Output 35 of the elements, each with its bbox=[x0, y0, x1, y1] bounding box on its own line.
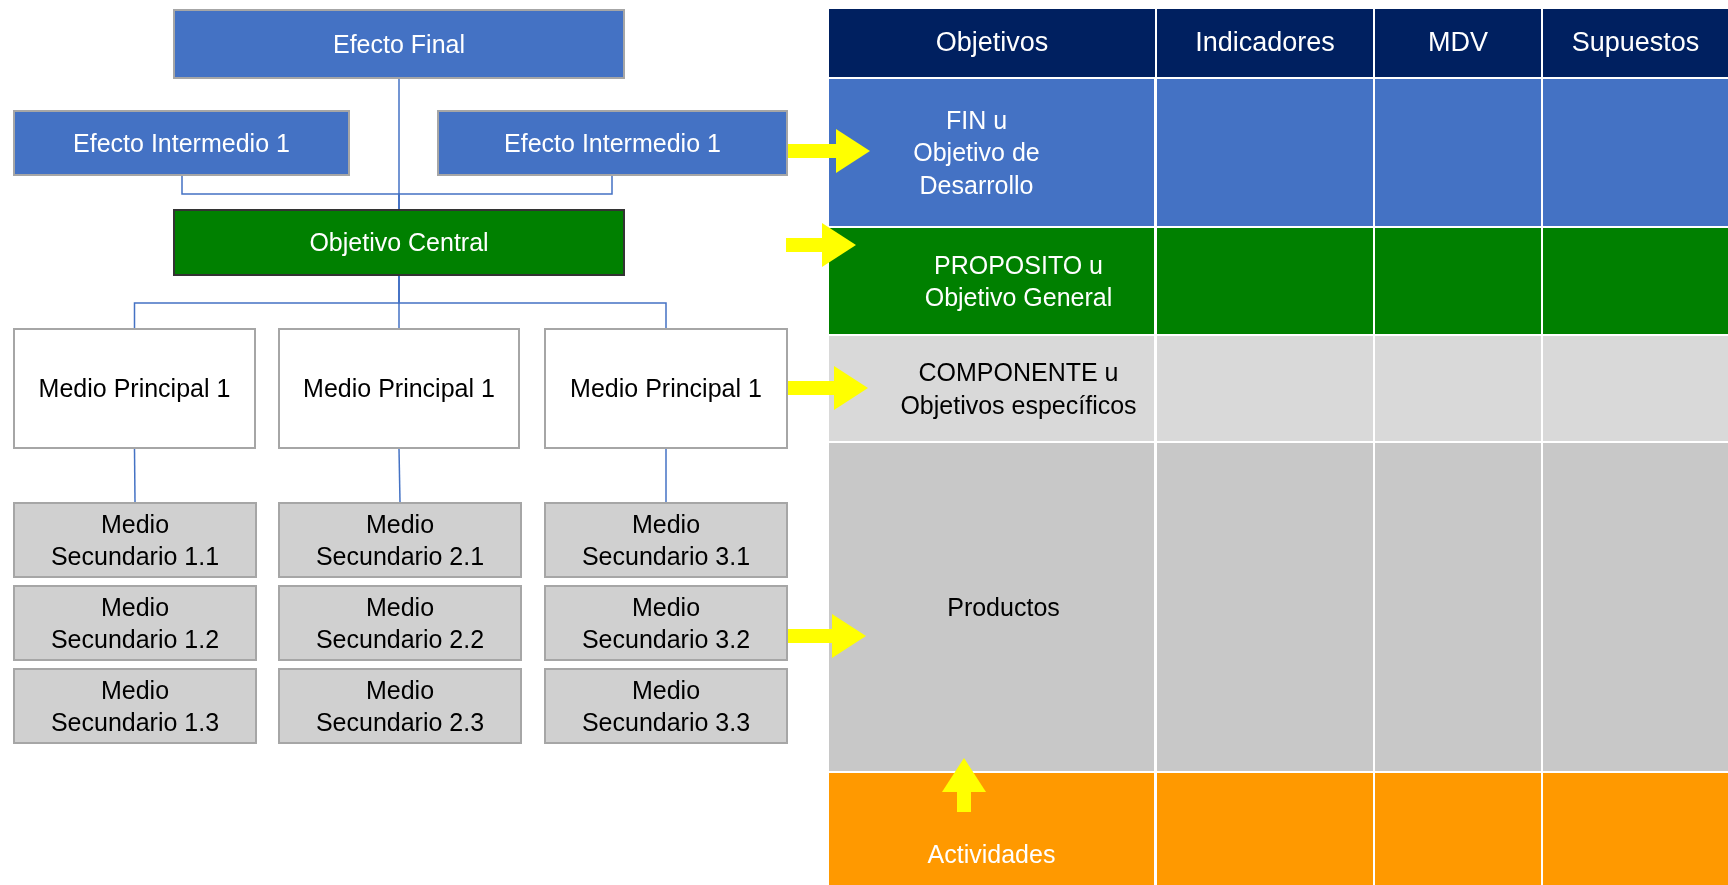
block-arrow bbox=[788, 366, 868, 410]
table-row-header: PROPOSITO u Objetivo General bbox=[829, 228, 1154, 334]
secondary-means-box: Medio Secundario 3.1 bbox=[544, 502, 788, 578]
objective-box: Objetivo Central bbox=[173, 209, 625, 276]
column-header-text: Supuestos bbox=[1571, 26, 1700, 60]
connector-line bbox=[398, 448, 401, 503]
table-row-header: FIN u Objetivo de Desarrollo bbox=[829, 79, 1154, 226]
connector-line bbox=[398, 275, 667, 329]
secondary-means-box: Medio Secundario 2.3 bbox=[278, 668, 522, 744]
means-box: Medio Principal 1 bbox=[13, 328, 256, 449]
column-header-text: Indicadores bbox=[1195, 26, 1335, 60]
connector-line bbox=[398, 175, 613, 210]
table-row-header: Actividades bbox=[829, 773, 1154, 885]
block-arrow bbox=[942, 758, 986, 812]
connector-line bbox=[133, 448, 136, 503]
block-arrow bbox=[786, 223, 856, 267]
secondary-means-box: Medio Secundario 2.1 bbox=[278, 502, 522, 578]
column-header-text: MDV bbox=[1428, 26, 1488, 60]
block-arrow bbox=[788, 129, 870, 173]
secondary-means-box: Medio Secundario 1.3 bbox=[13, 668, 257, 744]
means-box: Medio Principal 1 bbox=[278, 328, 520, 449]
effect-box: Efecto Intermedio 1 bbox=[13, 110, 350, 176]
secondary-means-box: Medio Secundario 2.2 bbox=[278, 585, 522, 661]
secondary-means-box: Medio Secundario 3.3 bbox=[544, 668, 788, 744]
effect-box: Efecto Final bbox=[173, 9, 625, 79]
means-box: Medio Principal 1 bbox=[544, 328, 788, 449]
table-row-header: COMPONENTE u Objetivos específicos bbox=[829, 336, 1154, 441]
table-row-header: Productos bbox=[829, 443, 1154, 771]
effect-box: Efecto Intermedio 1 bbox=[437, 110, 788, 176]
secondary-means-box: Medio Secundario 3.2 bbox=[544, 585, 788, 661]
secondary-means-box: Medio Secundario 1.2 bbox=[13, 585, 257, 661]
secondary-means-box: Medio Secundario 1.1 bbox=[13, 502, 257, 578]
column-header-text: Objetivos bbox=[935, 26, 1049, 60]
connector-line bbox=[665, 448, 667, 503]
block-arrow bbox=[788, 614, 866, 658]
